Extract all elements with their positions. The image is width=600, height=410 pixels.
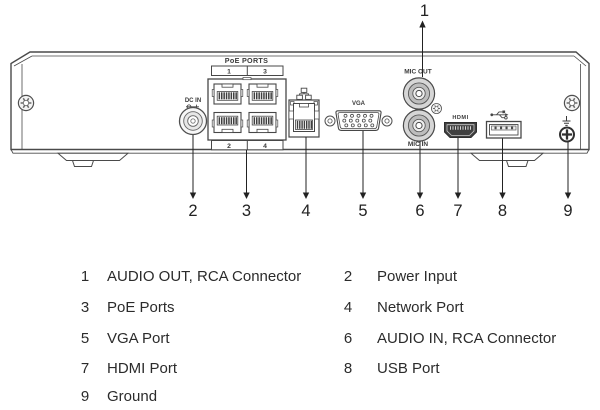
legend-row: 7 HDMI Port 8 USB Port [0, 359, 600, 379]
network-icon [296, 87, 312, 100]
ground-terminal [559, 116, 575, 143]
legend-label: VGA Port [107, 330, 170, 347]
legend-label: USB Port [377, 360, 440, 377]
callout-9: 9 [563, 142, 573, 220]
vga-connector-icon [335, 110, 382, 131]
svg-text:8: 8 [498, 202, 507, 220]
hdmi-connector-icon [444, 122, 477, 138]
poe-ports-label: PoE PORTS [225, 56, 268, 65]
legend-number: 9 [80, 388, 90, 405]
mic-in-label: MIC IN [408, 141, 429, 148]
chassis-foot-right [469, 152, 545, 167]
legend-row: 3 PoE Ports 4 Network Port [0, 298, 600, 318]
rj45-port-icon [246, 111, 279, 134]
callout-7: 7 [453, 138, 463, 220]
callout-4: 4 [301, 137, 311, 220]
rca-connector-icon [402, 109, 436, 142]
hdmi-label: HDMI [452, 115, 468, 121]
legend-row: 9 Ground [0, 387, 600, 407]
legend-label: Ground [107, 388, 158, 405]
legend-row: 1 AUDIO OUT, RCA Connector 2 Power Input [0, 267, 600, 287]
poe-port-number: 2 [227, 143, 231, 150]
dc-in-label: DC IN [185, 98, 201, 104]
svg-text:2: 2 [188, 202, 197, 220]
poe-ports: PoE PORTS 1 3 2 4 [207, 56, 287, 151]
panel-screw-left-icon [17, 94, 35, 112]
ground-icon [562, 116, 571, 126]
rca-connector-icon [402, 77, 436, 110]
rj45-port-icon [288, 103, 320, 132]
rear-panel-diagram: DC IN PoE PORTS 1 3 [10, 2, 590, 220]
vga-port: VGA [324, 101, 393, 131]
panel-screw-right-icon [563, 94, 581, 112]
callout-5: 5 [358, 131, 368, 220]
legend-label: AUDIO OUT, RCA Connector [107, 268, 302, 285]
legend-number: 4 [343, 299, 353, 316]
usb-icon [490, 110, 509, 120]
poe-port-number: 3 [263, 69, 267, 76]
legend-number: 3 [80, 299, 90, 316]
dc-power-input: DC IN [178, 98, 208, 136]
svg-text:3: 3 [242, 202, 251, 220]
callout-6: 6 [415, 141, 425, 220]
svg-text:7: 7 [453, 202, 462, 220]
vga-screw-icon [324, 115, 393, 127]
callout-2: 2 [188, 135, 198, 220]
audio-out-connector: MIC OUT [402, 69, 436, 110]
mic-out-label: MIC OUT [404, 69, 431, 76]
ground-screw-icon [559, 126, 575, 143]
legend-label: HDMI Port [107, 360, 178, 377]
poe-port-number: 1 [227, 69, 231, 76]
rj45-port-icon [211, 111, 244, 134]
hdmi-port: HDMI [444, 115, 477, 138]
legend-label: PoE Ports [107, 299, 175, 316]
svg-text:1: 1 [420, 2, 429, 20]
usb-connector-icon [485, 120, 522, 139]
svg-text:4: 4 [301, 202, 310, 220]
legend-label: Power Input [377, 268, 458, 285]
rj45-port-icon [211, 83, 244, 105]
legend-number: 8 [343, 360, 353, 377]
callouts: 1 2 3 4 5 6 7 [188, 2, 572, 220]
legend-number: 2 [343, 268, 353, 285]
legend-number: 5 [80, 330, 90, 347]
legend-number: 7 [80, 360, 90, 377]
audio-in-connector: MIC IN [402, 109, 436, 148]
legend-label: Network Port [377, 299, 464, 316]
vga-label: VGA [352, 101, 366, 107]
svg-text:5: 5 [358, 202, 367, 220]
network-port [288, 87, 320, 138]
legend-number: 1 [80, 268, 90, 285]
chassis-foot-left [56, 152, 130, 167]
mini-screw-icon [430, 102, 443, 115]
callout-1: 1 [419, 2, 429, 77]
callout-3: 3 [242, 150, 251, 220]
poe-port-number: 4 [263, 143, 267, 150]
usb-port [485, 110, 522, 139]
svg-text:6: 6 [415, 202, 424, 220]
rj45-port-icon [246, 83, 279, 105]
legend-number: 6 [343, 330, 353, 347]
legend-row: 5 VGA Port 6 AUDIO IN, RCA Connector [0, 329, 600, 349]
callout-8: 8 [498, 138, 507, 220]
svg-text:9: 9 [563, 202, 572, 220]
legend-label: AUDIO IN, RCA Connector [377, 330, 557, 347]
dc-jack-icon [178, 106, 208, 136]
